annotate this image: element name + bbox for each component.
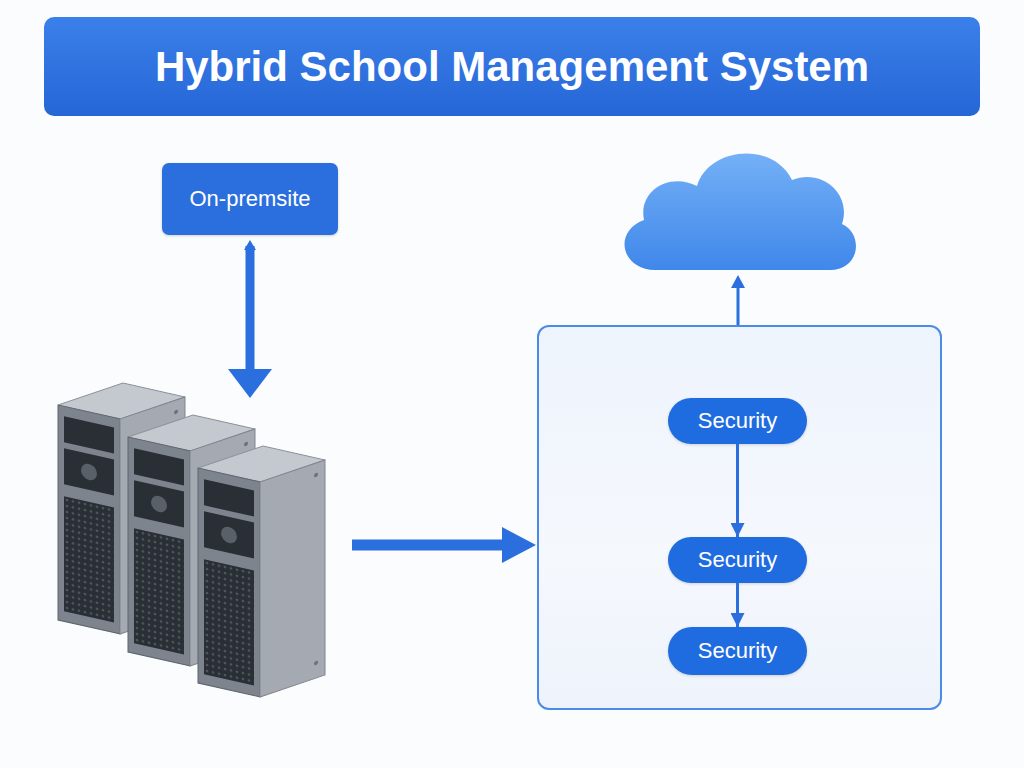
down-arrow	[228, 240, 272, 398]
diagram-title: Hybrid School Management System	[44, 17, 980, 116]
server-illustration	[58, 383, 325, 697]
security-panel: SecuritySecuritySecurity	[537, 325, 942, 710]
flow-arrow	[736, 583, 739, 627]
node-label: Security	[698, 638, 777, 663]
title-banner	[44, 17, 980, 116]
security-step: Security	[668, 627, 807, 675]
security-step: Security	[668, 537, 807, 583]
cloud-symbol	[624, 154, 855, 270]
right-arrow	[352, 527, 536, 563]
security-step: Security	[668, 398, 807, 444]
location-box: On-premsite	[162, 163, 338, 235]
node-label: Security	[698, 408, 777, 433]
node-label: Security	[698, 547, 777, 572]
node-label: On-premsite	[189, 186, 310, 211]
flow-arrow	[736, 444, 739, 537]
